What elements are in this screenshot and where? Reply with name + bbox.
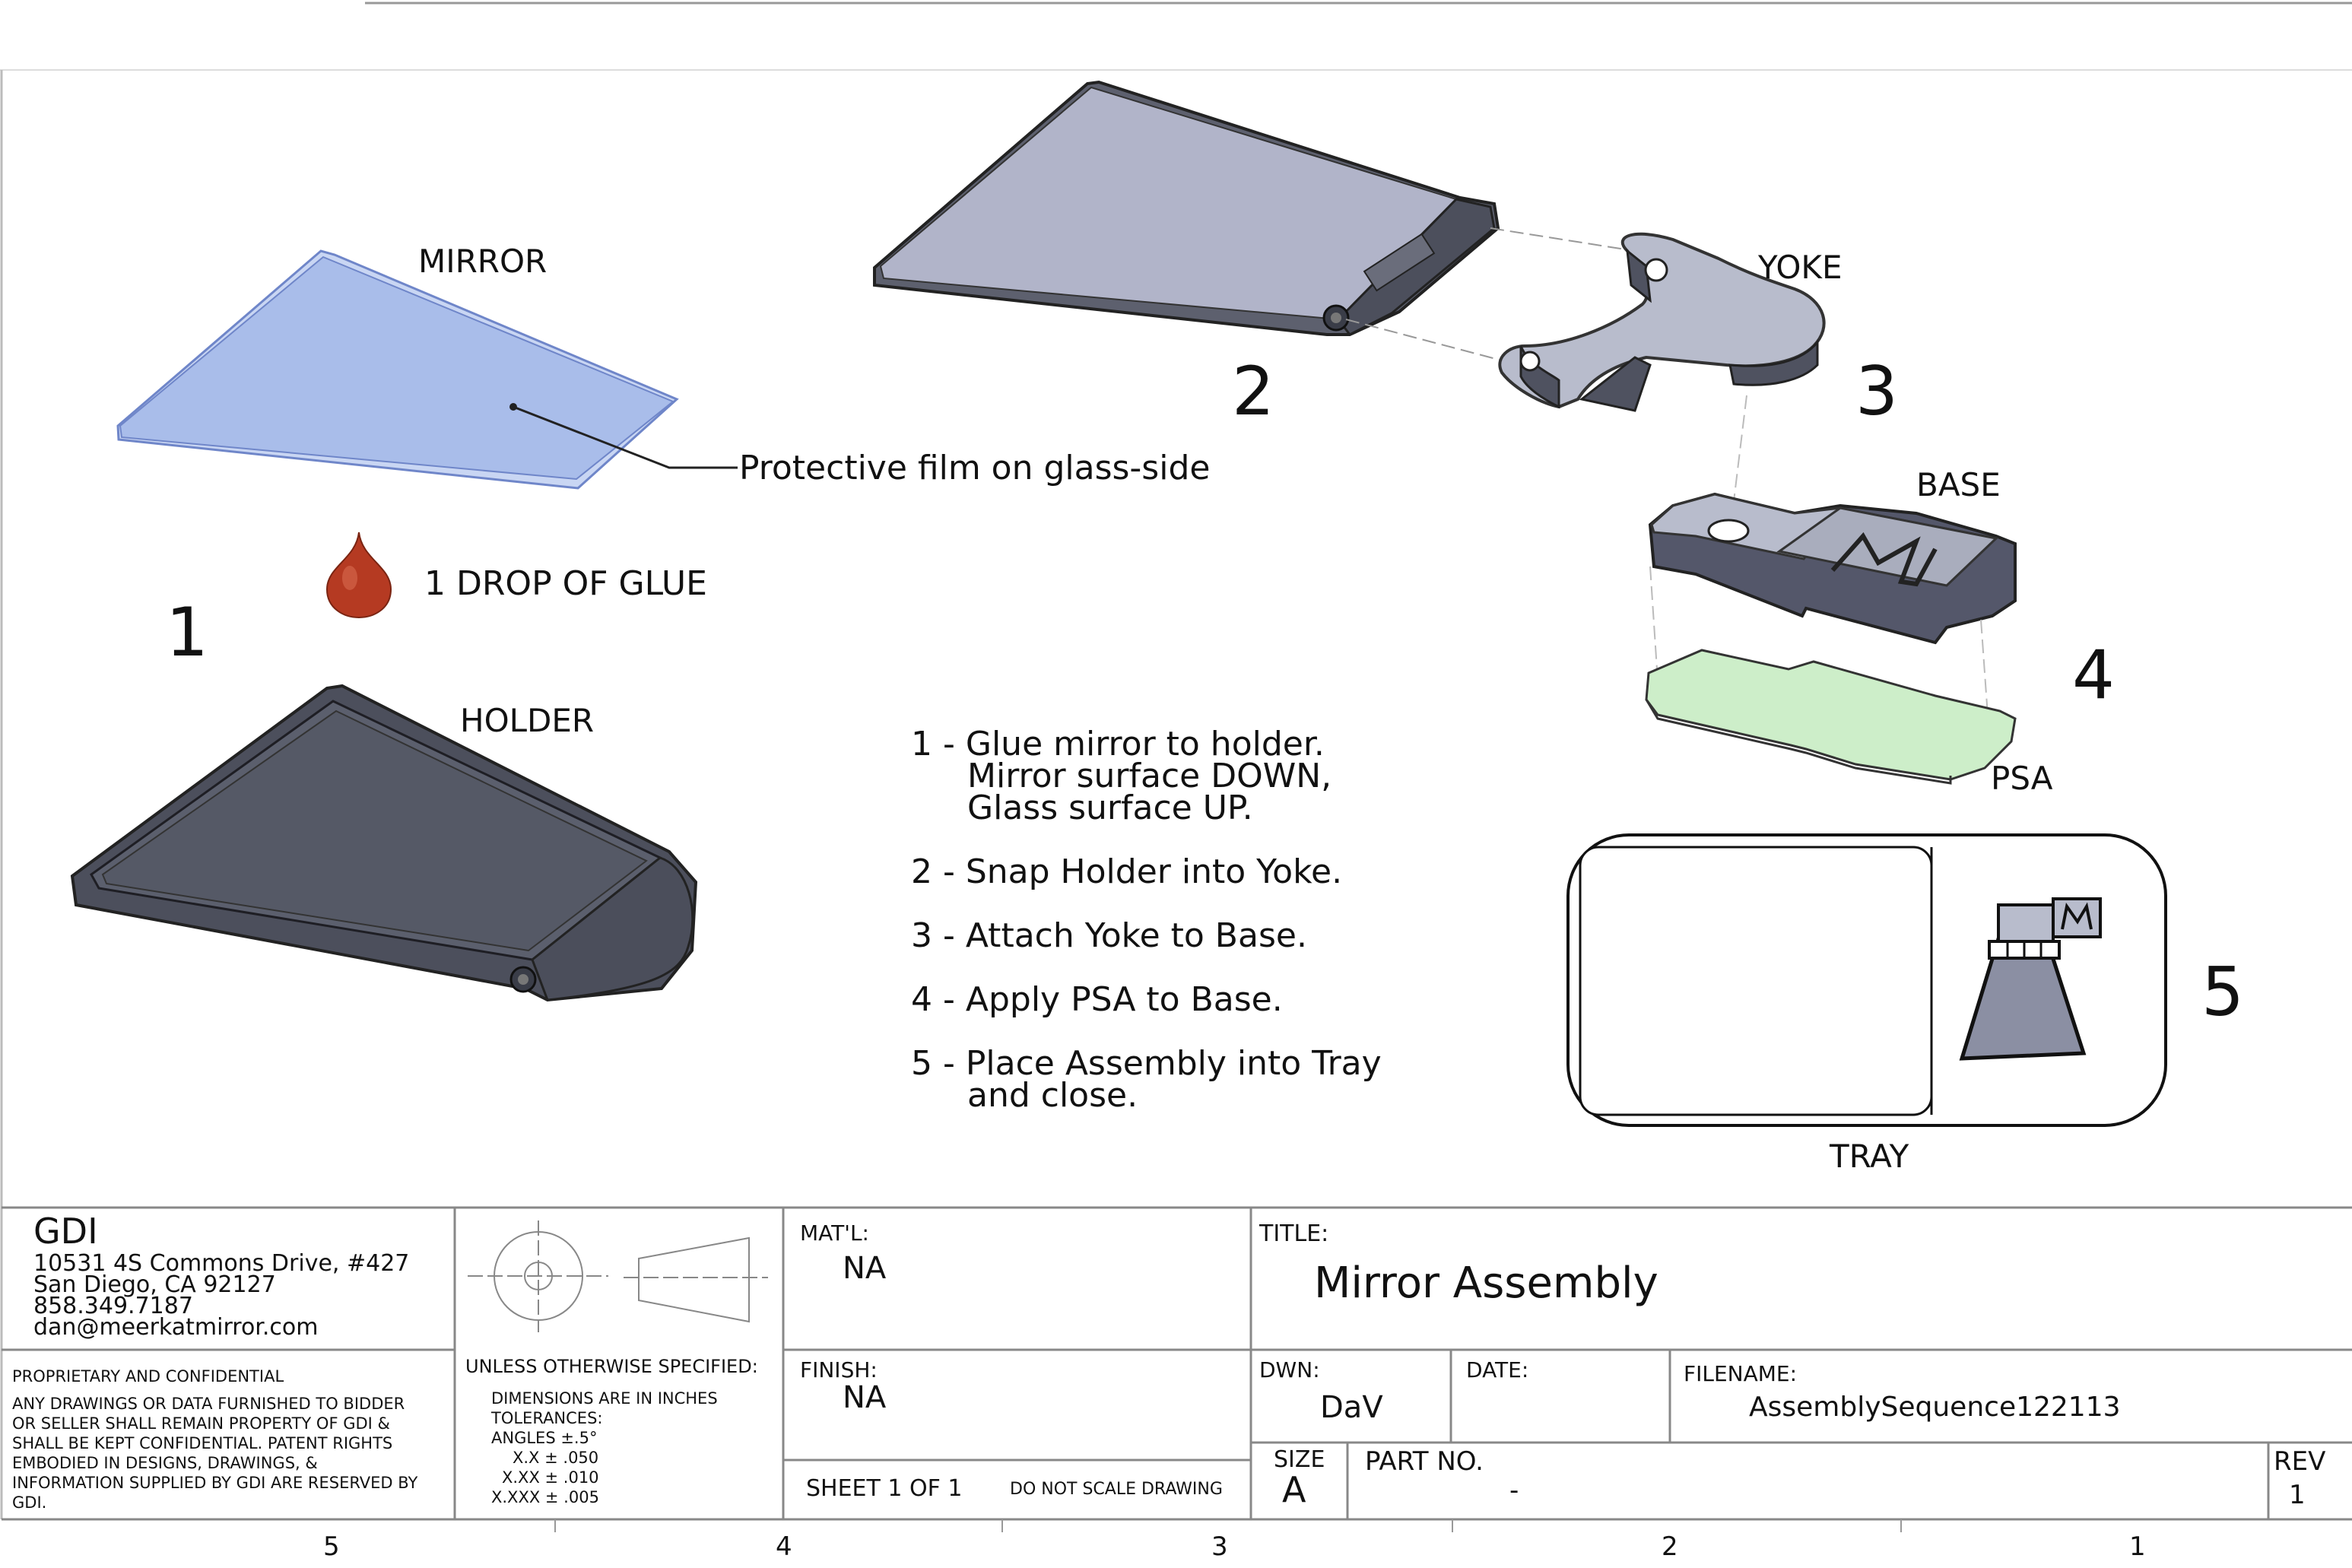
tray-part (1566, 833, 2167, 1127)
company-address: 10531 4S Commons Drive, #427 San Diego, … (33, 1250, 410, 1341)
zone-number-4: 4 (776, 1531, 792, 1562)
instruction-step-2: 2 - Snap Holder into Yoke. (911, 852, 1343, 891)
instruction-step-1: 1 - Glue mirror to holder. Mirror surfac… (911, 725, 1332, 827)
size-label: SIZE (1274, 1446, 1325, 1473)
instruction-step-5: 5 - Place Assembly into Tray and close. (911, 1044, 1382, 1115)
zone-number-3: 3 (1211, 1531, 1228, 1562)
assembly-instructions: 1 - Glue mirror to holder. Mirror surfac… (911, 728, 1489, 1144)
instruction-step-4: 4 - Apply PSA to Base. (911, 980, 1283, 1019)
confidential-text: ANY DRAWINGS OR DATA FURNISHED TO BIDDER… (12, 1395, 418, 1512)
yoke-part (1498, 232, 1826, 412)
holder-part (70, 684, 698, 1002)
step-number-4: 4 (2072, 636, 2115, 714)
yoke-label: YOKE (1757, 249, 1843, 286)
zone-number-2: 2 (1662, 1531, 1678, 1562)
film-callout: Protective film on glass-side (739, 449, 1210, 487)
drawing-title: Mirror Assembly (1314, 1259, 1658, 1308)
mirror-part (116, 249, 679, 490)
step-number-3: 3 (1855, 352, 1898, 430)
filename-value: AssemblySequence122113 (1749, 1392, 2121, 1423)
psa-label: PSA (1991, 760, 2053, 797)
title-label: TITLE: (1259, 1220, 1329, 1247)
drawn-by-value: DaV (1320, 1390, 1383, 1425)
revision-value: 1 (2289, 1480, 2306, 1510)
zone-number-1: 1 (2129, 1531, 2146, 1562)
drawn-by-label: DWN: (1259, 1357, 1320, 1382)
finish-value: NA (843, 1380, 887, 1415)
base-label: BASE (1916, 466, 2001, 503)
tolerances-block: DIMENSIONS ARE IN INCHES TOLERANCES: ANG… (491, 1389, 718, 1506)
sheet-number: SHEET 1 OF 1 (806, 1475, 963, 1502)
step-number-5: 5 (2201, 953, 2244, 1031)
material-value: NA (843, 1251, 887, 1286)
base-part (1648, 492, 2017, 645)
material-label: MAT'L: (800, 1220, 869, 1246)
part-number-label: PART NO. (1365, 1446, 1484, 1477)
holder-with-mirror-part (873, 80, 1500, 336)
unless-otherwise-specified: UNLESS OTHERWISE SPECIFIED: (465, 1356, 758, 1377)
confidential-title: PROPRIETARY AND CONFIDENTIAL (12, 1367, 284, 1385)
mirror-label: MIRROR (418, 243, 547, 280)
psa-part (1645, 649, 2017, 785)
holder-label: HOLDER (460, 702, 594, 739)
tray-label: TRAY (1829, 1138, 1909, 1175)
glue-drop-icon (325, 532, 392, 619)
size-value: A (1282, 1469, 1306, 1510)
company-name: GDI (33, 1211, 98, 1252)
part-number-value: - (1509, 1475, 1519, 1506)
date-label: DATE: (1466, 1357, 1529, 1382)
zone-number-5: 5 (323, 1531, 340, 1562)
step-number-2: 2 (1232, 352, 1274, 430)
projection-symbol-icon (468, 1220, 768, 1332)
glue-label: 1 DROP OF GLUE (424, 564, 707, 603)
revision-label: REV (2274, 1446, 2326, 1477)
filename-label: FILENAME: (1684, 1361, 1798, 1386)
do-not-scale: DO NOT SCALE DRAWING (1010, 1480, 1223, 1499)
finish-label: FINISH: (800, 1357, 878, 1382)
step-number-1: 1 (166, 593, 208, 671)
instruction-step-3: 3 - Attach Yoke to Base. (911, 916, 1307, 955)
